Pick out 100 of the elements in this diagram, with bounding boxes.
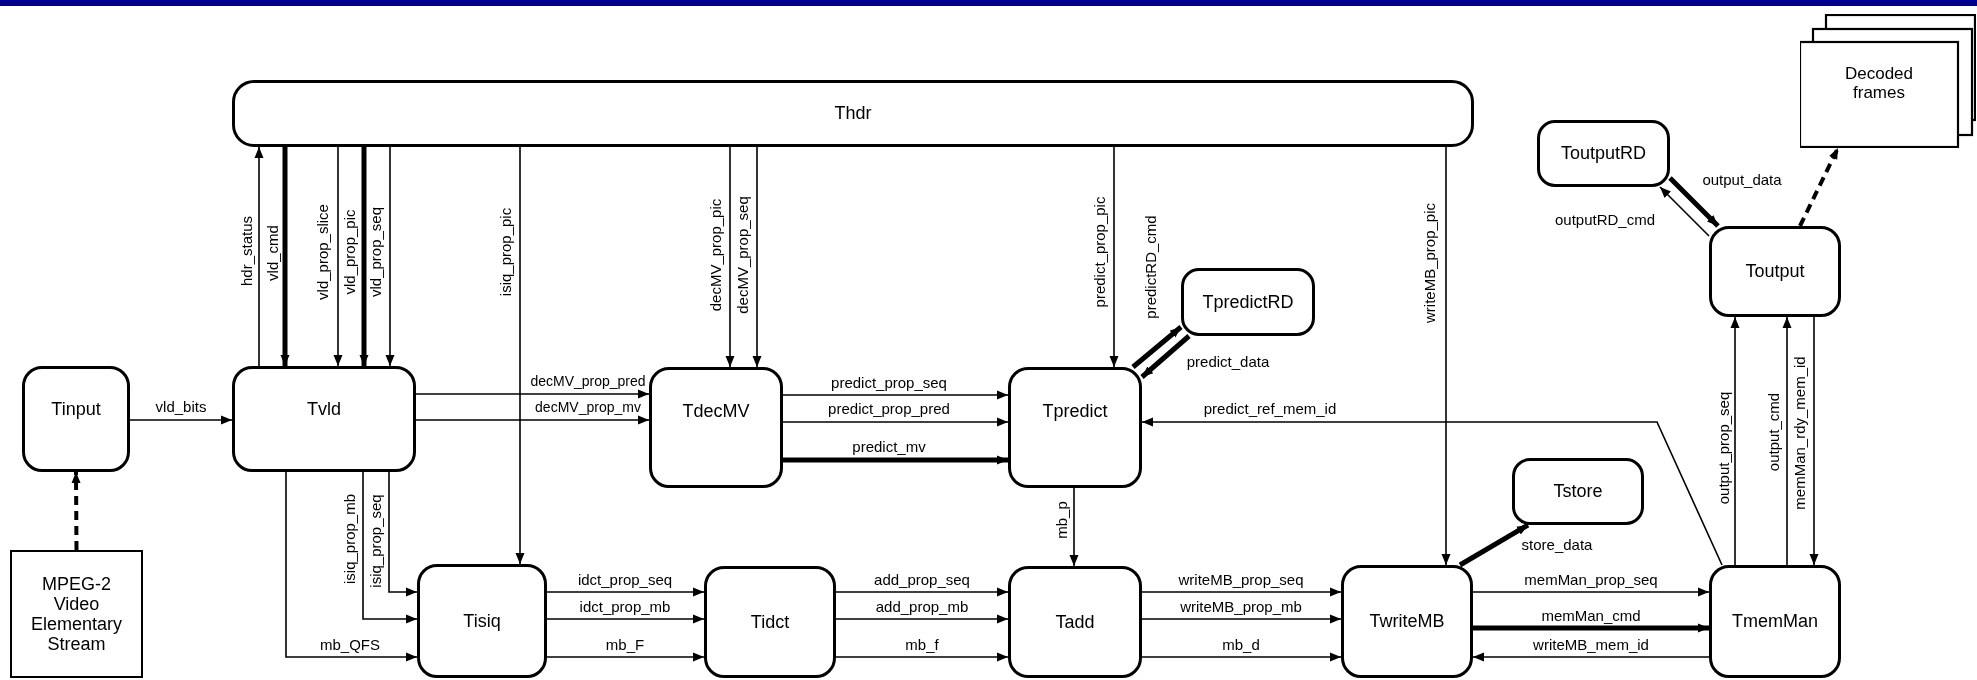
arrow [835,587,1009,597]
edge-label: writeMB_prop_mb [1180,598,1302,616]
edge-label: outputRD_cmd [1554,211,1656,229]
task-box [232,80,1474,147]
arrow [546,614,705,624]
box-label: Tvld [307,399,341,420]
box-label: Tinput [51,399,101,420]
arrow [782,417,1009,427]
arrow [285,471,418,662]
arrow [783,455,1008,465]
edge-label: predict_prop_pred [828,400,950,418]
box-label: ToutputRD [1560,143,1646,164]
edge-label: vld_prop_pic [341,209,359,295]
arrow [546,652,705,662]
arrow [385,146,395,367]
box-label: TmemMan [1732,611,1818,632]
edge-label: vld_prop_seq [367,206,385,298]
task-box [649,367,783,488]
box-label: Tadd [1055,611,1095,633]
box-label: Tidct [750,611,790,633]
arrow [1668,176,1720,228]
box-label: Decoded frames [1843,64,1915,103]
edge-label: isiq_prop_pic [497,207,515,297]
arrow [515,146,525,565]
edge-label: decMV_prop_pred [530,374,646,390]
task-box [1341,565,1473,678]
edge-label: memMan_cmd [1541,607,1641,625]
arrow [1730,316,1740,566]
task-box [704,566,836,678]
task-box [1008,367,1142,488]
edge-label: predict_prop_seq [831,374,947,392]
arrow [1109,146,1119,368]
box-label: Tstore [1553,481,1603,502]
arrow [1472,652,1710,662]
edge-label: mb_f [905,636,939,654]
edge-label: predict_prop_pic [1091,196,1109,308]
box-label: TdecMV [682,401,750,422]
arrow [1473,623,1709,633]
arrow [280,147,290,366]
box-label: Toutput [1745,261,1805,282]
box-label: Thdr [834,103,872,124]
arrow [1140,334,1191,379]
arrow [1131,325,1183,369]
arrow [1472,587,1710,597]
edge-label: output_prop_seq [1715,391,1733,505]
arrow [546,587,705,597]
task-box [232,366,416,472]
box-label: Tisiq [463,610,501,632]
arrow [415,389,650,399]
edge-label: memMan_rdy_mem_id [1791,356,1809,510]
arrow [71,472,81,550]
arrow [359,147,369,366]
edge-label: writeMB_mem_id [1533,636,1649,654]
box-label: MPEG-2 Video Elementary Stream [29,573,123,655]
arrow [415,415,650,425]
arrow [1809,316,1819,566]
edge-label: predict_data [1186,353,1270,371]
edge-label: idct_prop_mb [579,598,671,616]
task-box [22,366,130,472]
arrow [1782,316,1792,566]
arrow [782,390,1009,400]
edge-label: mb_QFS [320,636,380,654]
arrow [1069,487,1079,567]
edge-label: decMV_prop_mv [535,400,641,416]
edge-label: vld_prop_slice [314,204,332,300]
box-label: TpredictRD [1202,291,1294,313]
edge-label: mb_p [1053,501,1071,539]
edge-label: vld_cmd [264,225,282,281]
task-box [417,564,547,678]
task-box [1008,566,1142,678]
edge-label: decMV_prop_seq [734,196,752,314]
arrow [1458,522,1530,568]
arrow [1141,652,1342,662]
edge-label: output_cmd [1765,392,1783,472]
arrow [1659,186,1710,237]
edge-label: mb_d [1222,636,1260,654]
arrow [1798,147,1840,227]
arrow [1141,587,1342,597]
edge-label: decMV_prop_pic [707,198,725,312]
task-box [10,550,143,678]
edge-label: predictRD_cmd [1142,215,1160,319]
edge-label: memMan_prop_seq [1524,571,1658,589]
arrow [254,146,264,367]
edge-label: idct_prop_seq [577,571,673,589]
task-box [1537,120,1670,187]
edge-label: isiq_prop_mb [341,493,359,585]
arrow [1441,146,1451,566]
box-label: Tpredict [1042,401,1108,422]
task-box [1709,565,1841,678]
edge-label: predict_mv [852,438,926,456]
task-box [1181,268,1315,336]
arrow [388,471,418,597]
edge-label: add_prop_mb [875,598,969,616]
arrow [1141,417,1723,566]
edge-label: writeMB_prop_seq [1178,571,1304,589]
arrow [725,146,735,368]
arrow [333,146,343,367]
frame-stack [1800,14,1976,148]
edge-label: vld_bits [155,398,207,416]
arrow [1141,614,1342,624]
